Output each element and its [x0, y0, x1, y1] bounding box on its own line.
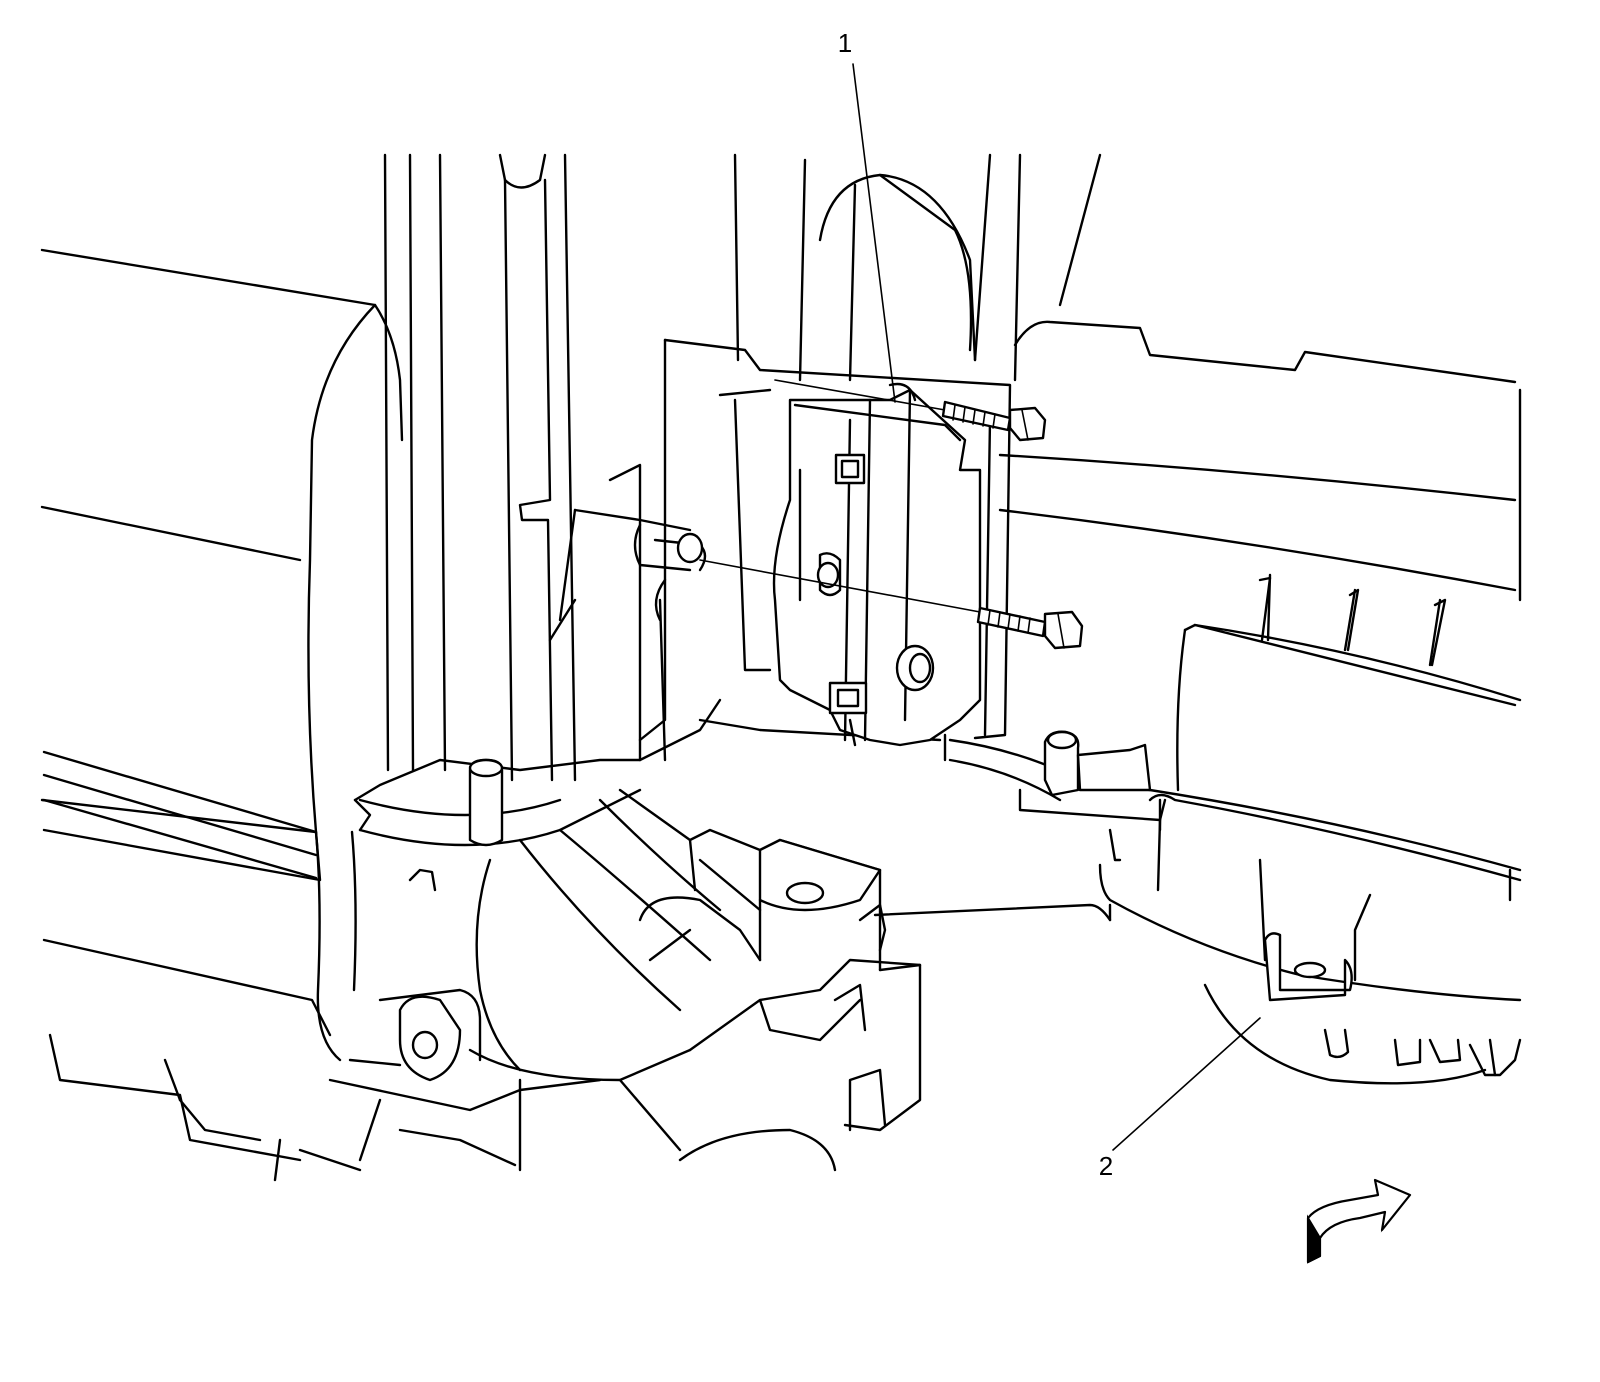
- blower-component-2: [873, 573, 1522, 1085]
- callout-label-2: 2: [1099, 1151, 1113, 1181]
- vertical-duct: [383, 153, 577, 782]
- bolt-lower: [676, 532, 1084, 650]
- callout-1: 1: [838, 28, 896, 403]
- callout-2: 2: [1099, 1017, 1261, 1181]
- lower-duct-base: [298, 758, 922, 1172]
- callout-label-1: 1: [838, 28, 852, 58]
- right-dash-panel: [733, 153, 1522, 602]
- bolt-upper: [774, 379, 1047, 442]
- left-housing: [40, 248, 404, 1182]
- view-direction-arrow-icon: [1306, 1178, 1412, 1264]
- actuator-component-1: [772, 382, 982, 747]
